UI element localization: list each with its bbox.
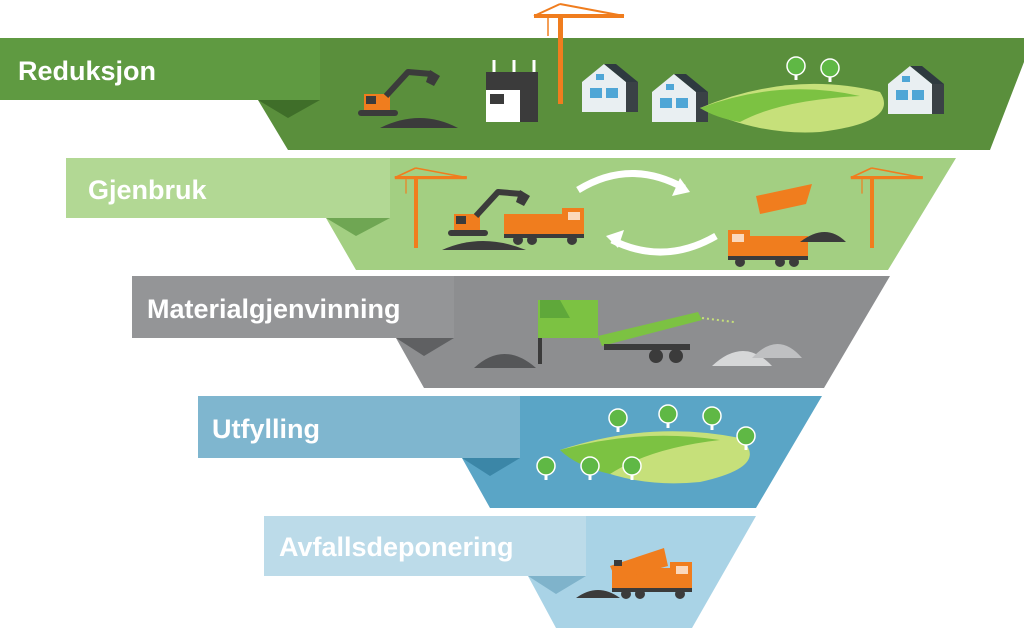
tab-fold-utfylling <box>462 458 520 476</box>
level-utfylling: Utfylling <box>198 396 822 508</box>
tab-avfallsdeponering <box>264 516 586 576</box>
level-materialgjenvinning: Materialgjenvinning <box>132 276 890 388</box>
label-reduksjon: Reduksjon <box>18 56 156 86</box>
gravel-pile-icon <box>712 344 802 366</box>
tab-fold-materialgjenvinning <box>396 338 454 356</box>
label-utfylling: Utfylling <box>212 414 320 444</box>
recycle-arrows-icon <box>576 170 718 256</box>
excavator-icon <box>358 70 458 128</box>
tab-fold-gjenbruk <box>326 218 390 236</box>
label-materialgjenvinning: Materialgjenvinning <box>147 294 401 324</box>
tab-fold-avfallsdeponering <box>528 576 586 594</box>
level-reduksjon: Reduksjon <box>0 3 1024 150</box>
level-gjenbruk: Gjenbruk <box>66 158 956 270</box>
label-avfallsdeponering: Avfallsdeponering <box>279 532 514 562</box>
crusher-conveyor-icon <box>538 300 735 364</box>
level-avfallsdeponering: Avfallsdeponering <box>264 516 756 628</box>
excavator-icon <box>442 190 530 250</box>
house-frame-icon <box>486 60 538 122</box>
tab-fold-reduksjon <box>258 100 320 118</box>
dump-truck-icon <box>576 548 692 599</box>
tab-utfylling <box>198 396 520 458</box>
gravel-pile-icon <box>474 354 536 368</box>
label-gjenbruk: Gjenbruk <box>88 175 208 205</box>
tab-materialgjenvinning <box>132 276 454 338</box>
dump-truck-icon <box>728 184 846 267</box>
tab-gjenbruk <box>66 158 390 218</box>
tab-reduksjon <box>0 38 320 100</box>
landfill-field-icon <box>700 83 884 133</box>
landfill-field-icon <box>560 431 750 484</box>
